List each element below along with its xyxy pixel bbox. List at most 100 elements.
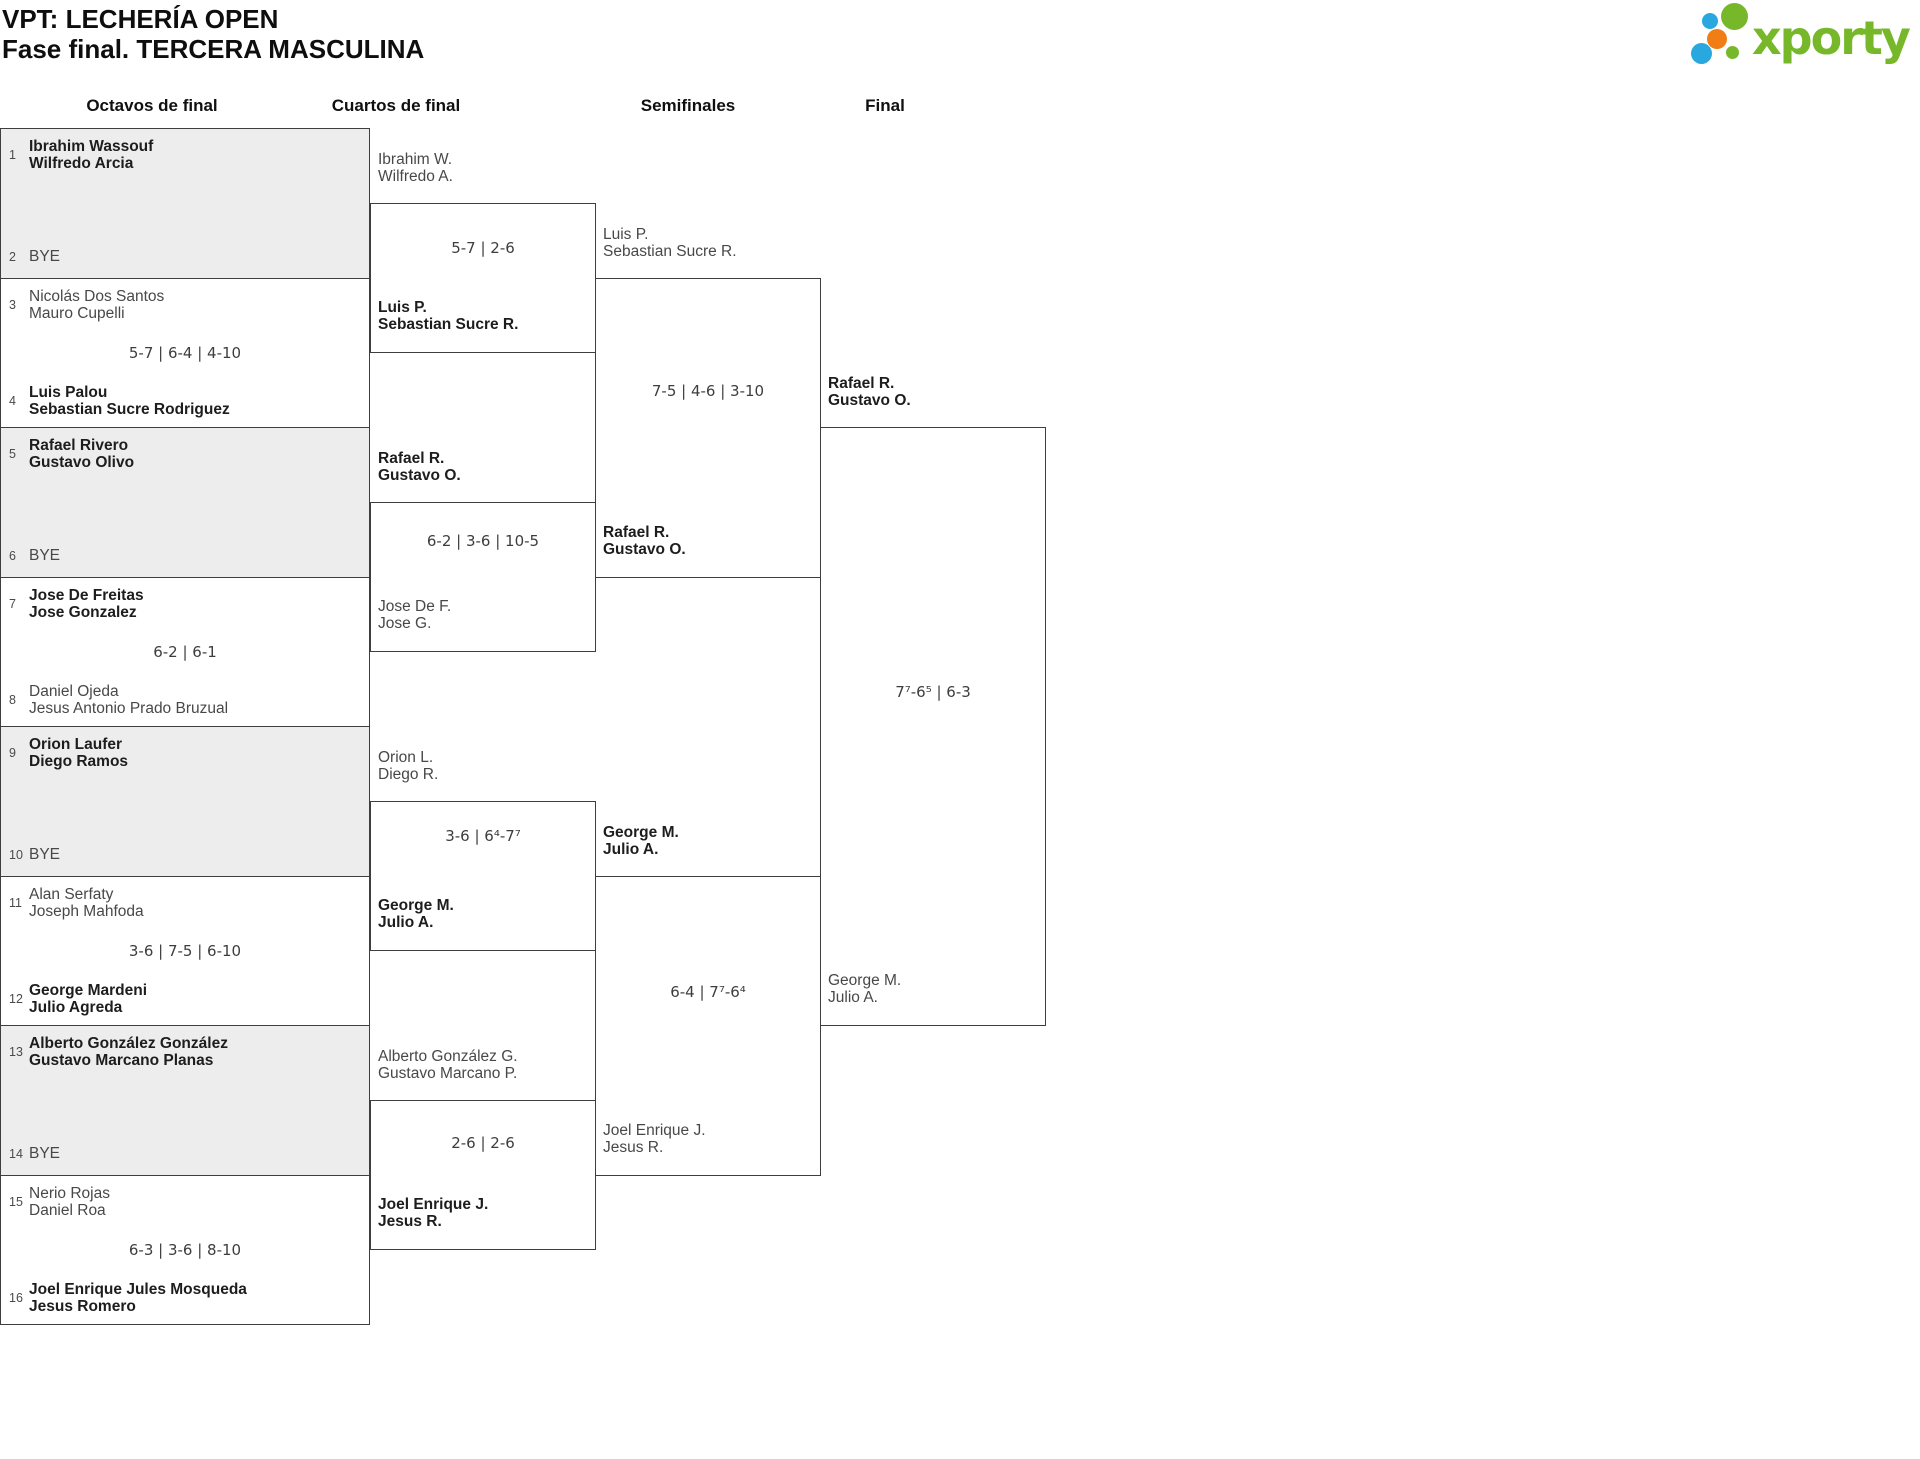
match-score: 3-6 | 6⁴-7⁷ xyxy=(445,827,521,845)
team-names: George Mardeni Julio Agreda xyxy=(29,982,147,1016)
seed-number: 9 xyxy=(9,746,16,760)
seed-number: 1 xyxy=(9,148,16,162)
team-names: Luis P. Sebastian Sucre R. xyxy=(378,299,518,333)
bye-label: BYE xyxy=(29,248,61,265)
r16-match-7: 13 Alberto González González Gustavo Mar… xyxy=(0,1025,370,1176)
player-name: Ibrahim Wassouf xyxy=(29,138,154,155)
r16-match-3: 5 Rafael Rivero Gustavo Olivo 6 BYE xyxy=(0,427,370,578)
phase-category: Fase final. TERCERA MASCULINA xyxy=(2,34,425,64)
team-names: Orion L. Diego R. xyxy=(378,749,438,783)
player-name: Joel Enrique J. xyxy=(603,1122,706,1139)
seed-number: 4 xyxy=(9,394,16,408)
team-names: Rafael R. Gustavo O. xyxy=(828,375,911,409)
player-name: Rafael Rivero xyxy=(29,437,129,454)
player-name: Sebastian Sucre R. xyxy=(378,316,519,333)
player-name: Jose Gonzalez xyxy=(29,604,137,621)
sf-match-1: Luis P. Sebastian Sucre R. 7-5 | 4-6 | 3… xyxy=(595,226,821,578)
team-names: Alan Serfaty Joseph Mahfoda xyxy=(29,886,144,920)
player-name: Alan Serfaty xyxy=(29,886,114,903)
seed-number: 11 xyxy=(9,896,22,910)
seed-number: 6 xyxy=(9,548,16,563)
xporty-logo[interactable]: xporty xyxy=(1686,0,1920,84)
team-names: Daniel Ojeda Jesus Antonio Prado Bruzual xyxy=(29,683,228,717)
team-names: Nerio Rojas Daniel Roa xyxy=(29,1185,110,1219)
player-name: Jesus R. xyxy=(603,1139,664,1156)
bye-label: BYE xyxy=(29,547,61,564)
round-header-octavos: Octavos de final xyxy=(86,96,218,115)
tournament-name: VPT: LECHERÍA OPEN xyxy=(2,4,279,34)
player-name: Jesus Romero xyxy=(29,1298,136,1315)
seed-number: 15 xyxy=(9,1195,23,1209)
seed-number: 8 xyxy=(9,693,16,707)
player-name: Rafael R. xyxy=(378,450,445,467)
team-names: Jose De Freitas Jose Gonzalez xyxy=(29,587,144,621)
player-name: Luis P. xyxy=(378,299,427,316)
player-name: Luis P. xyxy=(603,226,649,243)
logo-dot-icon xyxy=(1707,29,1727,49)
match-score: 6-3 | 3-6 | 8-10 xyxy=(128,1241,242,1259)
player-name: Ibrahim W. xyxy=(378,151,453,168)
team-names: Alberto González G. Gustavo Marcano P. xyxy=(378,1048,518,1082)
player-name: George M. xyxy=(378,897,454,914)
seed-number: 3 xyxy=(9,298,16,312)
logo-dot-icon xyxy=(1702,13,1718,29)
team-names: Rafael R. Gustavo O. xyxy=(378,450,461,484)
player-name: Joel Enrique Jules Mosqueda xyxy=(29,1281,247,1298)
r16-match-4: 7 Jose De Freitas Jose Gonzalez 6-2 | 6-… xyxy=(0,577,370,727)
match-score: 6-2 | 6-1 xyxy=(153,643,217,661)
seed-number: 12 xyxy=(9,992,23,1006)
player-name: Jose De F. xyxy=(378,598,452,615)
team-names: Ibrahim W. Wilfredo A. xyxy=(378,151,453,185)
team-names: BYE xyxy=(29,846,60,863)
round-header-final: Final xyxy=(865,96,905,115)
player-name: Mauro Cupelli xyxy=(29,305,125,322)
match-score: 7⁷-6⁵ | 6-3 xyxy=(895,683,971,701)
player-name: Alberto González G. xyxy=(378,1048,518,1065)
player-name: Julio A. xyxy=(603,841,659,858)
team-names: Joel Enrique J. Jesus R. xyxy=(378,1196,488,1230)
match-score: 6-4 | 7⁷-6⁴ xyxy=(670,983,746,1001)
player-name: Sebastian Sucre Rodriguez xyxy=(29,401,230,418)
player-name: Julio A. xyxy=(828,989,878,1006)
team-names: BYE xyxy=(29,1145,60,1162)
r16-match-2: 3 Nicolás Dos Santos Mauro Cupelli 5-7 |… xyxy=(0,278,370,428)
team-names: BYE xyxy=(29,248,60,265)
seed-number: 14 xyxy=(9,1146,23,1161)
player-name: Jesus Antonio Prado Bruzual xyxy=(29,700,229,717)
match-score: 3-6 | 7-5 | 6-10 xyxy=(128,942,242,960)
player-name: Jose De Freitas xyxy=(29,587,144,604)
round-header-cuartos: Cuartos de final xyxy=(331,96,461,115)
player-name: Joel Enrique J. xyxy=(378,1196,489,1213)
team-names: Alberto González González Gustavo Marcan… xyxy=(29,1035,228,1069)
logo-dot-icon xyxy=(1691,43,1712,64)
team-names: Jose De F. Jose G. xyxy=(378,598,451,632)
bye-label: BYE xyxy=(29,1145,61,1162)
round-header-semis: Semifinales xyxy=(640,96,736,115)
player-name: George Mardeni xyxy=(29,982,147,999)
player-name: Gustavo Olivo xyxy=(29,454,135,471)
r16-match-6: 11 Alan Serfaty Joseph Mahfoda 3-6 | 7-5… xyxy=(0,876,370,1026)
logo-dot-icon xyxy=(1721,3,1748,30)
player-name: Daniel Roa xyxy=(29,1202,106,1219)
player-name: Diego R. xyxy=(378,766,439,783)
match-score: 5-7 | 6-4 | 4-10 xyxy=(128,344,242,362)
qf-match-3: Orion L. Diego R. 3-6 | 6⁴-7⁷ George M. … xyxy=(370,749,596,951)
player-name: Rafael R. xyxy=(603,524,670,541)
player-name: Jose G. xyxy=(378,615,432,632)
player-name: Julio A. xyxy=(378,914,434,931)
r16-match-1: 1 Ibrahim Wassouf Wilfredo Arcia 2 BYE xyxy=(0,128,370,279)
player-name: Julio Agreda xyxy=(29,999,123,1016)
team-names: Rafael R. Gustavo O. xyxy=(603,524,686,558)
player-name: Rafael R. xyxy=(828,375,895,392)
player-name: Nerio Rojas xyxy=(29,1185,110,1202)
team-names: BYE xyxy=(29,547,60,564)
player-name: Diego Ramos xyxy=(29,753,129,770)
qf-match-1: Ibrahim W. Wilfredo A. 5-7 | 2-6 Luis P.… xyxy=(370,151,596,353)
team-names: Rafael Rivero Gustavo Olivo xyxy=(29,437,134,471)
qf-match-4: Alberto González G. Gustavo Marcano P. 2… xyxy=(370,1048,596,1250)
player-name: Gustavo O. xyxy=(378,467,461,484)
team-names: Orion Laufer Diego Ramos xyxy=(29,736,128,770)
player-name: Daniel Ojeda xyxy=(29,683,119,700)
player-name: Orion Laufer xyxy=(29,736,123,753)
player-name: Joseph Mahfoda xyxy=(29,903,144,920)
